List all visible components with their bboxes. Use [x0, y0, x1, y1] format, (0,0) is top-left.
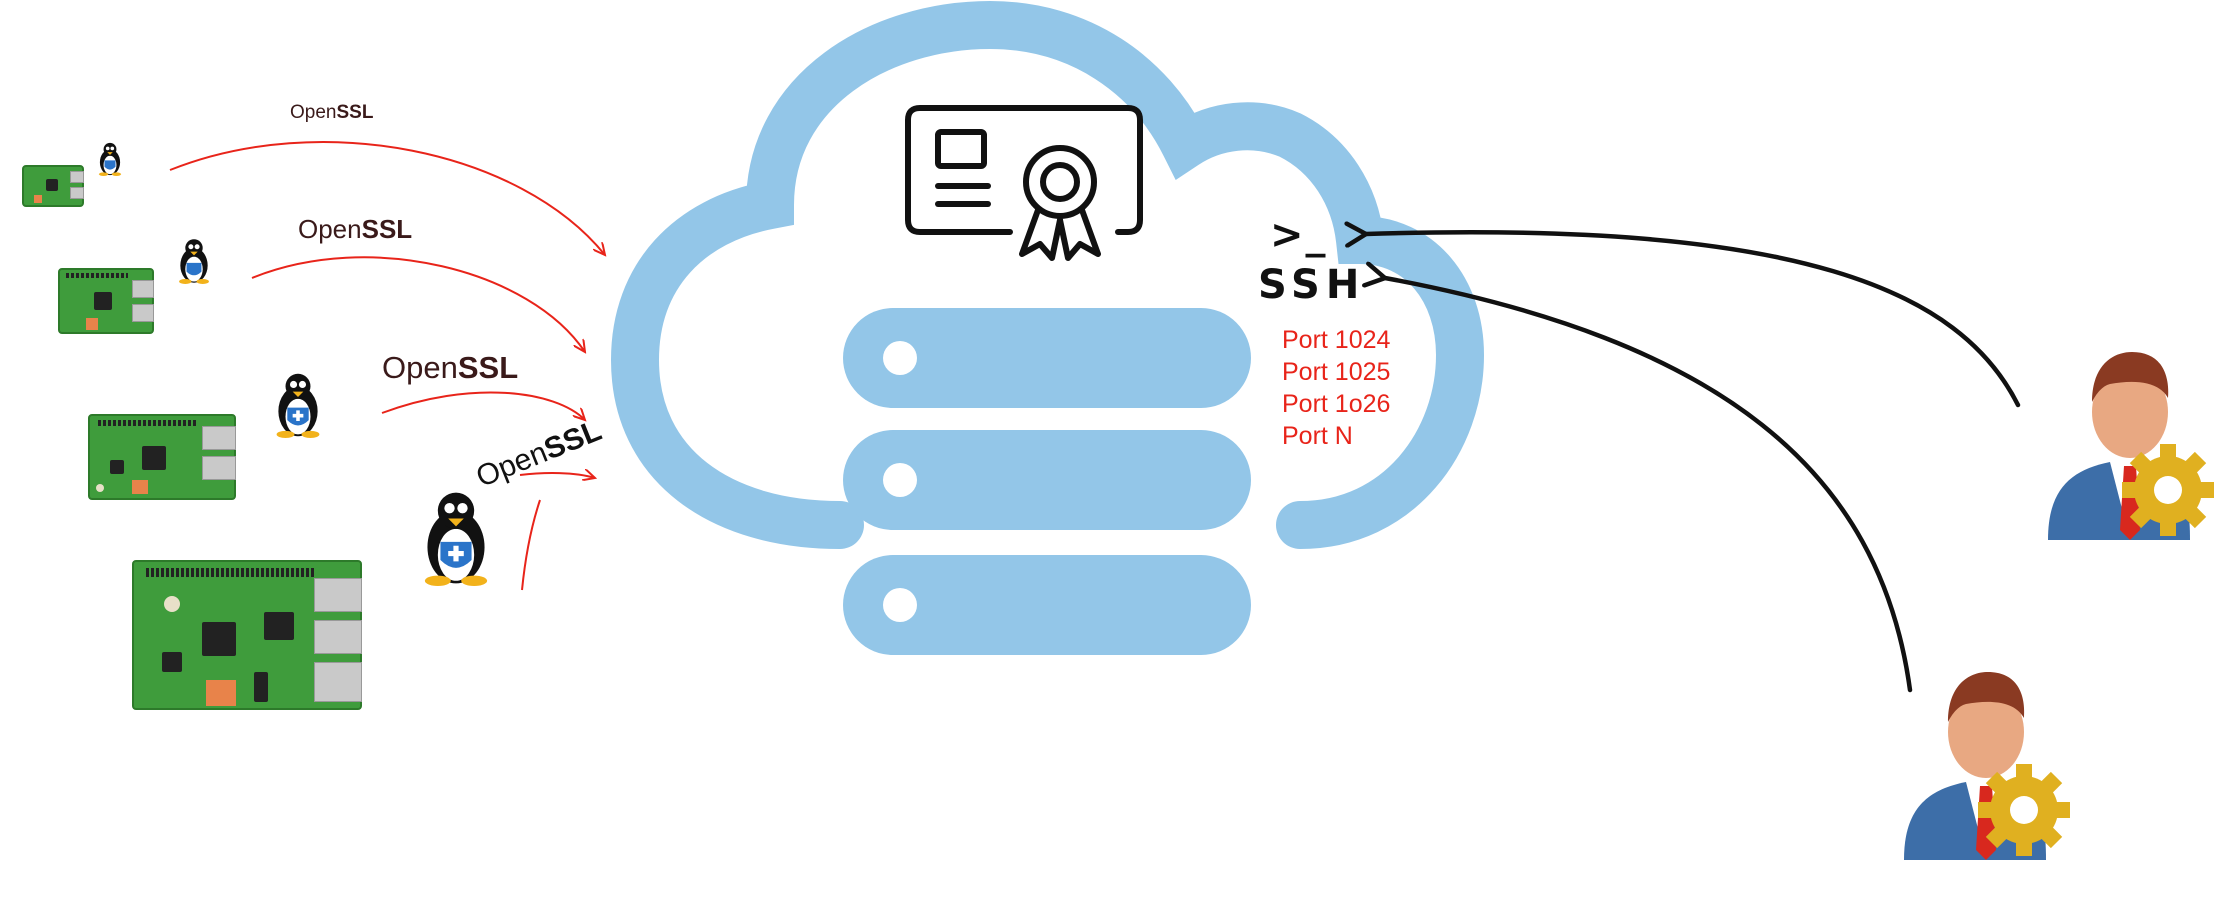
admin-user-gear-icon — [1904, 672, 2070, 860]
linux-tux-icon — [424, 492, 488, 586]
openssl-bold: SSL — [457, 350, 519, 385]
port-label: Port N — [1282, 422, 1353, 450]
linux-tux-icon — [179, 239, 209, 284]
openssl-bold: SSL — [361, 214, 413, 244]
arrow-admin-1 — [1366, 232, 2021, 408]
server-stack-icon — [843, 308, 1251, 655]
port-label: Port 1025 — [1282, 358, 1391, 386]
raspberry-pi-board-icon — [88, 414, 236, 500]
openssl-label-2: OpenSSL — [298, 214, 412, 245]
device-arrows — [169, 141, 605, 591]
openssl-label-1: OpenSSL — [290, 102, 373, 124]
arrow-device-2 — [251, 256, 585, 352]
raspberry-pi-board-icon — [58, 268, 154, 334]
port-label: Port 1024 — [1282, 326, 1391, 354]
linux-tux-icon — [98, 142, 122, 176]
arrow-device-1 — [169, 141, 605, 255]
server-unit-3 — [843, 555, 1251, 655]
port-label: Port 1o26 — [1282, 390, 1391, 418]
raspberry-pi-board-icon — [132, 560, 362, 710]
cloud-icon — [610, 0, 1485, 549]
arrow-device-4a — [519, 473, 595, 478]
openssl-prefix: Open — [382, 350, 458, 385]
arrow-device-4b — [521, 499, 541, 591]
openssl-bold: SSL — [336, 102, 374, 123]
server-unit-1 — [843, 308, 1251, 408]
ssh-label: SSH — [1258, 262, 1366, 308]
openssl-label-3: OpenSSL — [382, 350, 518, 386]
arrow-device-3 — [381, 391, 585, 420]
openssl-prefix: Open — [298, 214, 362, 244]
admin-user-gear-icon — [2048, 352, 2214, 540]
arrow-admin-2 — [1385, 278, 1913, 693]
server-unit-2 — [843, 430, 1251, 530]
linux-tux-icon — [276, 373, 320, 438]
terminal-prompt-icon: >_ — [1270, 212, 1328, 258]
openssl-prefix: Open — [290, 102, 337, 123]
raspberry-pi-board-icon — [22, 165, 84, 207]
admin-arrows — [1366, 232, 2021, 693]
certificate-icon — [905, 105, 1143, 261]
